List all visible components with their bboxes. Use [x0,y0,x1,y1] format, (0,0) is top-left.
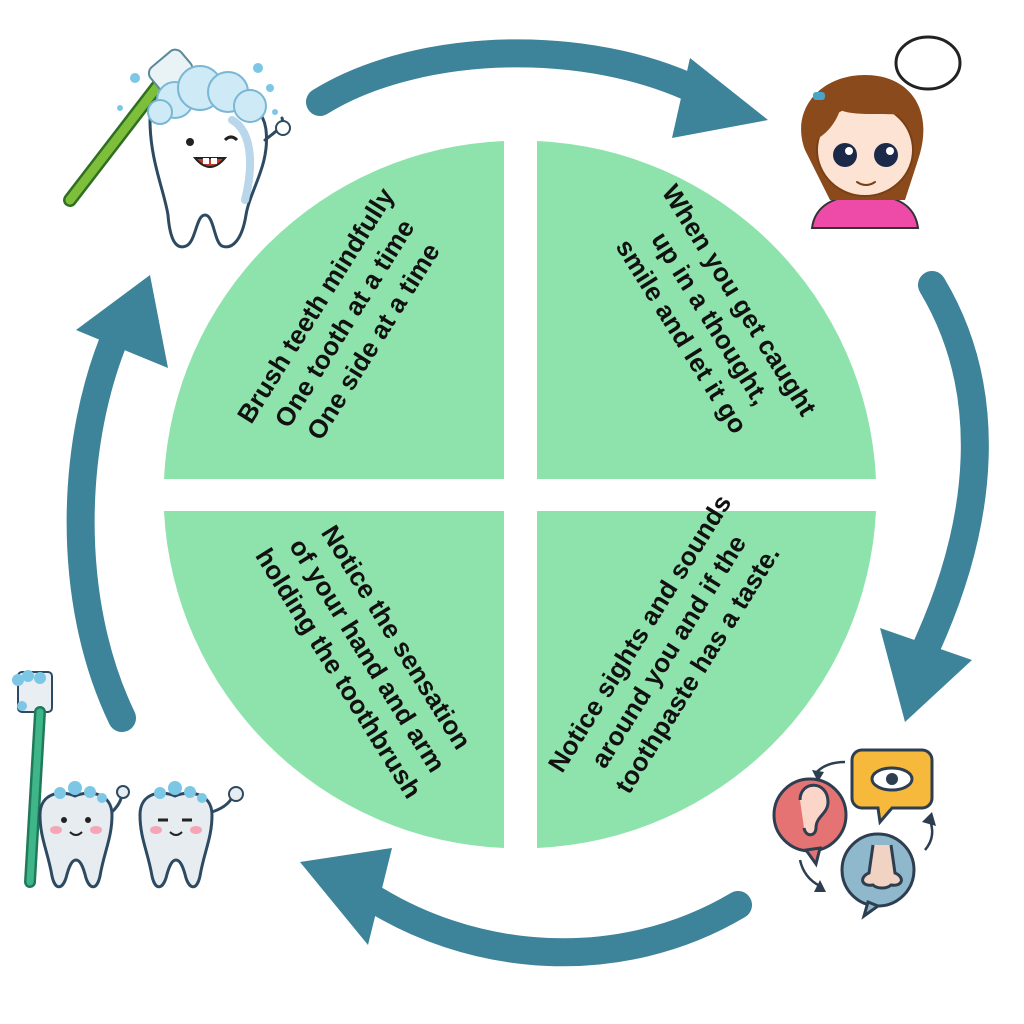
tooth-brushing-icon [63,48,291,249]
cycle-arrows [66,39,989,967]
teeth-with-toothbrush-icon [12,670,244,889]
quadrant-bottom-right [537,511,876,848]
thinking-girl-icon [801,35,962,229]
quadrant-top-left [164,141,504,479]
senses-icon [772,748,936,920]
arrow-left [66,275,168,732]
quadrant-circle [164,141,876,848]
arrow-right [880,271,989,722]
arrow-top [306,39,768,138]
arrow-bottom [300,848,752,967]
quadrant-top-right [537,141,876,479]
quadrant-bottom-left [164,511,504,848]
